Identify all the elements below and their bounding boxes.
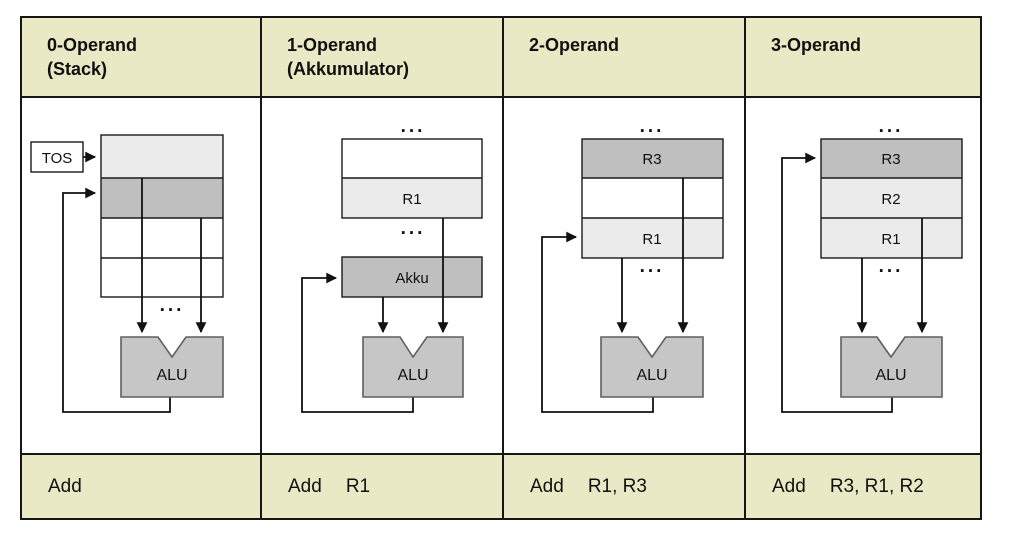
ellipsis: ... [879, 256, 904, 277]
alu-label: ALU [397, 367, 428, 384]
instruction-mnemonic: Add [772, 475, 806, 497]
register-r1-label: R1 [402, 191, 421, 208]
register-r1-label: R1 [642, 231, 661, 248]
register-cell-r3 [821, 139, 962, 178]
header-title-line1: 2-Operand [529, 35, 620, 55]
register-cell-r2 [821, 178, 962, 218]
ellipsis: ... [640, 116, 665, 137]
writeback-wire [62, 187, 171, 413]
register-cell-r1 [342, 178, 482, 218]
two-operand-svg: ... R3 R1 ... ALU [541, 116, 724, 413]
header-3-operand: 3-Operand [746, 18, 980, 98]
diagram-two-operand-machine: ... R3 R1 ... ALU [504, 98, 746, 453]
ellipsis: ... [401, 116, 426, 137]
stack-outline [100, 134, 224, 298]
stack-machine-svg: TOS ... ALU [30, 134, 224, 413]
stack-cell-tos [101, 135, 223, 178]
operand-architecture-table: 0-Operand (Stack) 1-Operand (Akkumulator… [20, 16, 982, 520]
alu-box [840, 336, 943, 398]
stack-cell-3 [101, 218, 223, 258]
akku-label: Akku [395, 270, 428, 287]
header-1-operand: 1-Operand (Akkumulator) [262, 18, 504, 98]
register-r1-label: R1 [881, 231, 900, 248]
ellipsis: ... [879, 116, 904, 137]
instruction-stack: Add [22, 453, 262, 518]
register-r2-label: R2 [881, 191, 900, 208]
header-title-line2: (Akkumulator) [287, 59, 410, 79]
instruction-mnemonic: Add [48, 475, 82, 497]
akku-box [341, 256, 483, 298]
writeback-wire [301, 272, 414, 413]
instruction-accumulator: Add R1 [262, 453, 504, 518]
instruction-two-operand: Add R1, R3 [504, 453, 746, 518]
ellipsis: ... [401, 218, 426, 239]
alu-box [600, 336, 704, 398]
instruction-three-operand: Add R3, R1, R2 [746, 453, 980, 518]
alu-label: ALU [875, 367, 906, 384]
writeback-wire [781, 152, 893, 413]
diagram-three-operand-machine: ... R3 R2 R1 ... ALU [746, 98, 980, 453]
diagram-stack-machine: TOS ... ALU [22, 98, 262, 453]
stack-cell-2 [101, 178, 223, 218]
ellipsis: ... [160, 295, 185, 316]
instruction-operands: R1, R3 [587, 475, 647, 497]
alu-label: ALU [156, 367, 187, 384]
instruction-operands: R1 [345, 475, 371, 497]
instruction-operands: R3, R1, R2 [829, 475, 924, 497]
header-title-line2: (Stack) [47, 59, 108, 79]
alu-box [120, 336, 224, 398]
alu-label: ALU [636, 367, 667, 384]
register-r3-label: R3 [642, 151, 661, 168]
tos-box [30, 141, 84, 173]
instruction-mnemonic: Add [288, 475, 322, 497]
instruction-mnemonic: Add [530, 475, 564, 497]
register-file-outline [581, 138, 724, 259]
register-cell-r1 [582, 218, 723, 258]
three-operand-svg: ... R3 R2 R1 ... ALU [781, 116, 963, 413]
diagram-accumulator-machine: ... R1 ... Akku ALU [262, 98, 504, 453]
writeback-wire [541, 231, 654, 413]
register-file-outline [820, 138, 963, 259]
tos-label: TOS [42, 150, 73, 167]
register-cell [582, 178, 723, 218]
register-cell-r1 [821, 218, 962, 258]
header-2-operand: 2-Operand [504, 18, 746, 98]
register-r3-label: R3 [881, 151, 900, 168]
accumulator-machine-svg: ... R1 ... Akku ALU [301, 116, 483, 413]
header-0-operand: 0-Operand (Stack) [22, 18, 262, 98]
header-title-line1: 1-Operand [287, 35, 378, 55]
register-cell [342, 139, 482, 178]
alu-box [362, 336, 464, 398]
header-title-line1: 0-Operand [47, 35, 138, 55]
stack-cell-4 [101, 258, 223, 297]
header-title-line1: 3-Operand [771, 35, 862, 55]
ellipsis: ... [640, 256, 665, 277]
register-cell-r3 [582, 139, 723, 178]
